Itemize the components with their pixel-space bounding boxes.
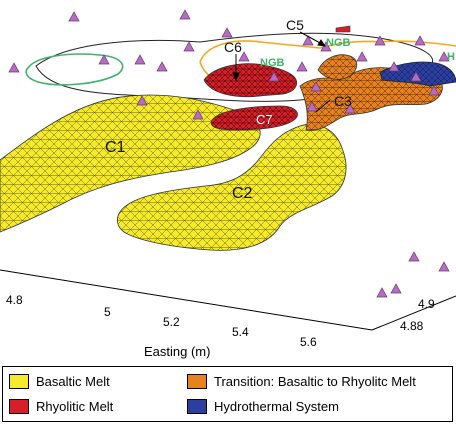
legend-label-rhyolitic: Rhyolitic Melt: [36, 399, 114, 414]
melt-body-c6: [203, 63, 298, 98]
legend-label-transition: Transition: Basaltic to Rhyolitc Melt: [214, 374, 416, 389]
hydrothermal-body: [379, 61, 456, 87]
station-marker: [374, 35, 386, 46]
y-tick-label: 4.88: [400, 319, 424, 333]
melt-body-small-red: [335, 25, 351, 33]
label-c3: C3: [334, 93, 352, 109]
legend-item-transition: Transition: Basaltic to Rhyolitc Melt: [187, 374, 416, 389]
x-axis-ticks: 4.8 5 5.2 5.4 5.6: [6, 293, 317, 349]
y-axis-ticks: 4.9 4.88: [400, 297, 435, 333]
label-arrows: [232, 31, 331, 113]
x-tick-label: 5: [104, 305, 111, 319]
station-marker: [179, 9, 191, 20]
station-marker: [376, 287, 388, 298]
melt-body-c2: [116, 123, 347, 251]
label-ngb: NGB: [326, 37, 351, 49]
label-c5: C5: [286, 17, 304, 33]
station-marker: [306, 101, 318, 112]
legend-swatch-rhyolitic: [9, 399, 29, 414]
station-marker: [414, 35, 426, 46]
station-marker: [8, 62, 20, 73]
orange-outline-right: [379, 40, 456, 47]
station-marker: [183, 41, 195, 52]
station-marker: [296, 61, 308, 72]
station-marker: [408, 251, 420, 262]
melt-body-c1: [0, 94, 261, 233]
c5-arrowhead: [317, 39, 327, 47]
legend-item-hydrothermal: Hydrothermal System: [187, 399, 339, 414]
station-marker: [344, 103, 356, 114]
legend-label-basaltic: Basaltic Melt: [36, 374, 110, 389]
x-tick-label: 4.8: [6, 293, 23, 307]
x-axis-label: Easting (m): [144, 344, 210, 359]
c6-arrowhead: [232, 72, 240, 82]
legend-swatch-hydrothermal: [187, 399, 207, 414]
legend-swatch-basaltic: [9, 374, 29, 389]
station-marker: [410, 71, 422, 82]
station-marker: [134, 54, 146, 65]
legend-item-rhyolitic: Rhyolitic Melt: [9, 399, 113, 414]
station-marker: [390, 283, 402, 294]
station-marker: [356, 51, 368, 62]
melt-body-c5: [317, 54, 358, 80]
green-outline-left: [25, 53, 124, 86]
station-marker: [438, 261, 450, 272]
legend-label-hydrothermal: Hydrothermal System: [214, 399, 339, 414]
y-tick-label: 4.9: [418, 297, 435, 311]
melt-body-3d-scene: C1 C2 C3 C5 C6 C7 NGB NGB H 4.8 5 5.2 5.…: [0, 9, 456, 359]
station-markers: [8, 9, 450, 298]
label-c2: C2: [232, 185, 253, 202]
station-marker: [156, 61, 168, 72]
c5-arrow: [299, 31, 323, 45]
axis-frame: [0, 269, 456, 331]
melt-body-c7: [210, 105, 298, 131]
station-marker: [388, 61, 400, 72]
station-marker: [428, 85, 440, 96]
station-marker: [310, 81, 322, 92]
x-tick-label: 5.6: [300, 335, 317, 349]
label-ngb-2: NGB: [260, 57, 285, 69]
legend: Basaltic Melt Transition: Basaltic to Rh…: [2, 366, 453, 422]
legend-swatch-transition: [187, 374, 207, 389]
legend-item-basaltic: Basaltic Melt: [9, 374, 110, 389]
station-marker: [438, 51, 450, 62]
c3-arrow: [315, 99, 331, 113]
station-marker: [68, 11, 80, 22]
label-c7: C7: [256, 112, 273, 127]
station-marker: [136, 95, 148, 106]
label-c1: C1: [105, 139, 126, 156]
x-tick-label: 5.2: [163, 315, 180, 329]
label-h-edge: H: [447, 51, 455, 63]
station-marker: [221, 27, 233, 38]
orange-outline: [199, 40, 381, 63]
station-marker: [98, 54, 110, 65]
station-marker: [320, 41, 332, 52]
station-marker: [192, 109, 204, 120]
station-marker: [268, 71, 280, 82]
label-c6: C6: [224, 39, 242, 55]
x-tick-label: 5.4: [232, 325, 249, 339]
station-marker: [302, 35, 314, 46]
station-marker: [238, 51, 250, 62]
